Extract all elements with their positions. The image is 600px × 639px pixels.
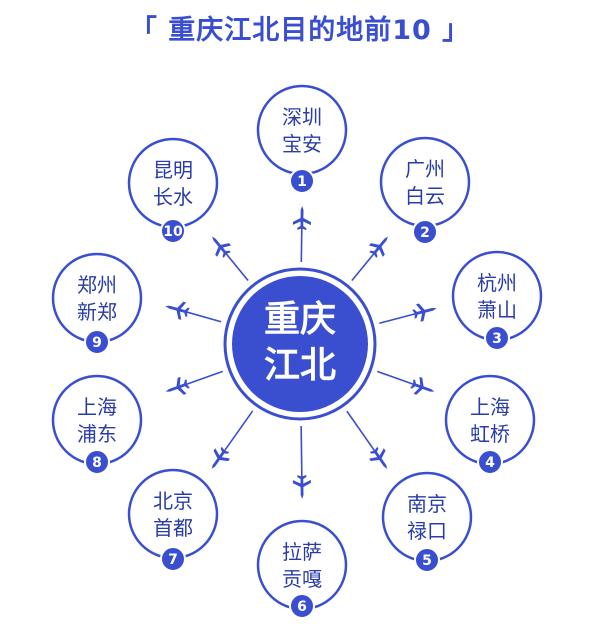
center-label-line1: 重庆 bbox=[264, 299, 336, 340]
destination-airport: 首都 bbox=[153, 516, 193, 540]
destination-city: 广州 bbox=[405, 157, 445, 181]
route-line bbox=[379, 312, 419, 324]
rank-badge bbox=[160, 218, 186, 244]
destination-city: 北京 bbox=[153, 489, 193, 513]
destination-airport: 长水 bbox=[153, 185, 193, 209]
rank-number: 1 bbox=[297, 174, 307, 190]
rank-number: 10 bbox=[163, 224, 183, 240]
airplane-icon bbox=[204, 444, 233, 475]
airplane-icon bbox=[411, 299, 439, 324]
route-line bbox=[351, 250, 377, 282]
destination-city: 拉萨 bbox=[282, 540, 322, 564]
airplane-icon bbox=[292, 474, 312, 500]
rank-number: 7 bbox=[168, 552, 178, 568]
destination-city: 深圳 bbox=[282, 105, 322, 129]
airplane-icon bbox=[162, 375, 192, 401]
center-hub: 重庆 江北 bbox=[223, 267, 377, 421]
airplane-icon bbox=[365, 230, 395, 261]
route-line bbox=[183, 310, 222, 323]
rank-number: 6 bbox=[297, 599, 307, 615]
destination-city: 上海 bbox=[77, 395, 117, 419]
destination-airport: 浦东 bbox=[77, 422, 117, 446]
center-label-line2: 江北 bbox=[264, 345, 336, 386]
rank-badge bbox=[160, 546, 186, 572]
airplane-icon bbox=[205, 230, 235, 261]
airplane-icon bbox=[292, 205, 312, 231]
route-line bbox=[300, 425, 303, 481]
rank-number: 2 bbox=[420, 225, 430, 241]
rank-number: 9 bbox=[92, 335, 102, 351]
rank-number: 5 bbox=[422, 553, 432, 569]
rank-badge bbox=[412, 219, 438, 245]
airplane-icon bbox=[366, 444, 395, 475]
destination-airport: 萧山 bbox=[477, 298, 517, 322]
destination-city: 昆明 bbox=[153, 158, 193, 182]
rank-badge bbox=[289, 593, 315, 619]
route-line bbox=[221, 410, 254, 454]
destination-city: 上海 bbox=[470, 395, 510, 419]
destination-airport: 贡嘎 bbox=[282, 567, 322, 591]
rank-badge bbox=[414, 547, 440, 573]
rank-badge bbox=[477, 449, 503, 475]
rank-badge bbox=[484, 325, 510, 351]
route-line bbox=[346, 410, 378, 454]
destination-circle bbox=[127, 137, 219, 229]
destination-circle bbox=[256, 84, 348, 176]
rank-number: 4 bbox=[485, 455, 495, 471]
destination-airport: 新郑 bbox=[77, 300, 117, 324]
destination-airport: 禄口 bbox=[407, 519, 447, 543]
route-line bbox=[300, 224, 303, 263]
center-fill bbox=[232, 276, 368, 412]
diagram-title: 「 重庆江北目的地前10 」 bbox=[129, 15, 471, 46]
destination-city: 南京 bbox=[407, 492, 447, 516]
rank-number: 8 bbox=[92, 455, 102, 471]
rank-badge bbox=[84, 449, 110, 475]
rank-badge bbox=[289, 168, 315, 194]
route-line bbox=[223, 250, 249, 282]
destination-circle bbox=[51, 252, 143, 344]
destination-airport: 虹桥 bbox=[470, 422, 510, 446]
route-line bbox=[183, 370, 223, 387]
destination-airport: 白云 bbox=[405, 184, 445, 208]
destination-city: 杭州 bbox=[477, 271, 517, 295]
airplane-icon bbox=[162, 297, 191, 322]
rank-number: 3 bbox=[492, 331, 502, 347]
destination-circle bbox=[127, 468, 219, 560]
airplane-icon bbox=[408, 375, 438, 401]
routes-layer bbox=[162, 205, 439, 500]
rank-badge bbox=[84, 329, 110, 355]
destination-city: 郑州 bbox=[77, 273, 117, 297]
destination-circle bbox=[379, 136, 471, 228]
destination-airport: 宝安 bbox=[282, 132, 322, 156]
route-line bbox=[377, 370, 417, 387]
